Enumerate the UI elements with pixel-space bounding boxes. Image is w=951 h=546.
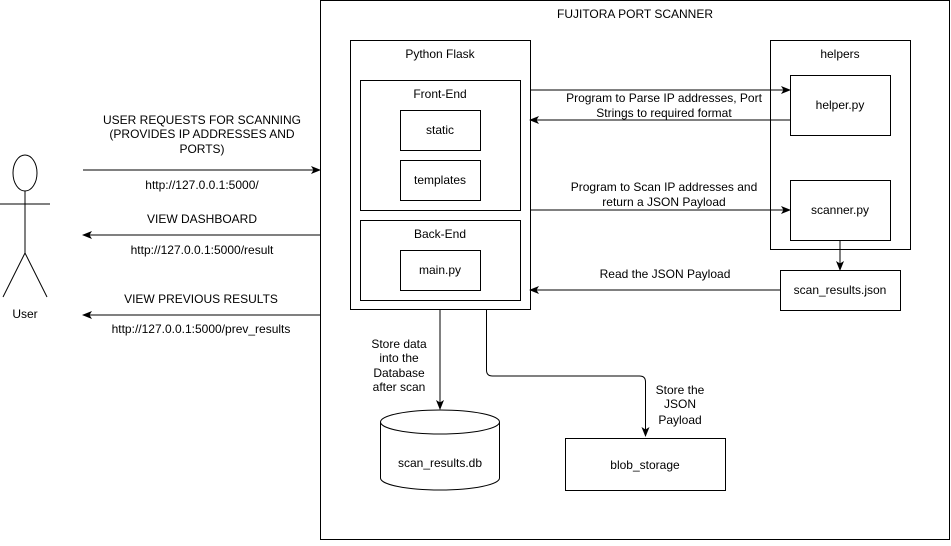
static-label: static [426,123,454,137]
main-py-box [400,250,481,291]
flask-title: Python Flask [405,47,475,61]
templates-box [400,160,481,201]
system-title: FUJITORA PORT SCANNER [557,7,713,21]
store-db-line-3: Database [373,366,425,380]
helper-py-label: helper.py [816,98,865,112]
previous-results-url: http://127.0.0.1:5000/prev_results [112,322,291,336]
store-blob-arrow [486,310,650,437]
store-blob-line-1: Store the [656,383,705,397]
scan-label-line-1: Program to Scan IP addresses and [571,180,758,194]
templates-label: templates [414,173,466,187]
main-py-label: main.py [419,263,461,277]
scan-request-url: http://127.0.0.1:5000/ [145,178,259,192]
database-cylinder-icon [380,409,500,491]
scan-request-line-3: PORTS) [179,142,224,156]
parse-label-line-1: Program to Parse IP addresses, Port [566,91,763,105]
backend-title: Back-End [414,227,466,241]
frontend-title: Front-End [413,87,466,101]
helper-py-box [790,75,891,136]
store-db-line-1: Store data [371,337,427,351]
dashboard-title: VIEW DASHBOARD [147,212,257,226]
store-blob-line-2: JSON [664,397,696,411]
blob-storage-label: blob_storage [610,458,680,472]
scan-results-json-box [780,270,901,311]
parse-label-line-2: Strings to required format [596,106,732,120]
static-box [400,110,481,151]
dashboard-url: http://127.0.0.1:5000/result [131,243,274,257]
scan-label-line-2: return a JSON Payload [602,195,725,209]
scan-request-line-2: (PROVIDES IP ADDRESSES AND [109,127,295,141]
store-db-line-4: after scan [373,380,426,394]
user-label: User [12,307,37,321]
scan-results-json-label: scan_results.json [794,283,887,297]
helpers-title: helpers [820,47,859,61]
store-blob-line-3: Payload [658,413,701,427]
database-label: scan_results.db [398,456,482,470]
read-json-label: Read the JSON Payload [600,267,731,281]
store-db-line-2: into the [379,351,419,365]
previous-results-title: VIEW PREVIOUS RESULTS [124,292,278,306]
scan-request-line-1: USER REQUESTS FOR SCANNING [103,113,301,127]
user-icon [0,154,50,298]
scanner-py-box [790,180,891,241]
blob-storage-box [565,438,726,491]
scanner-py-label: scanner.py [811,203,869,217]
